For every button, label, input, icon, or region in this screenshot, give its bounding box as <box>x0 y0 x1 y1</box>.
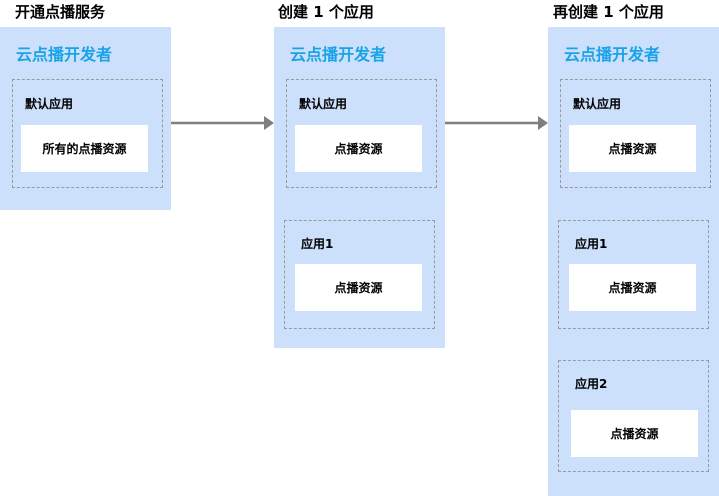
resource-box: 点播资源 <box>295 125 422 172</box>
developer-panel-3: 云点播开发者 默认应用 点播资源 应用1 点播资源 应用2 点播资源 <box>548 27 719 496</box>
app-label: 默认应用 <box>573 97 622 111</box>
resource-box: 点播资源 <box>569 125 696 172</box>
resource-box: 点播资源 <box>569 264 696 311</box>
app-group-default: 默认应用 所有的点播资源 <box>12 79 163 188</box>
developer-panel-1: 云点播开发者 默认应用 所有的点播资源 <box>0 27 171 210</box>
arrow-stage2-to-stage3 <box>445 116 548 130</box>
app-group-app1: 应用1 点播资源 <box>558 220 709 329</box>
panel-title: 云点播开发者 <box>564 45 661 64</box>
stage-title-3: 再创建 1 个应用 <box>553 3 664 21</box>
app-group-default: 默认应用 点播资源 <box>286 79 437 188</box>
stage-title-1: 开通点播服务 <box>15 3 106 21</box>
app-label: 应用1 <box>301 237 334 251</box>
panel-title: 云点播开发者 <box>16 45 113 64</box>
resource-box: 点播资源 <box>571 410 698 457</box>
app-group-app1: 应用1 点播资源 <box>284 220 435 329</box>
app-label: 默认应用 <box>25 97 74 111</box>
app-label: 应用2 <box>575 377 608 391</box>
arrow-stage1-to-stage2 <box>171 116 274 130</box>
panel-title: 云点播开发者 <box>290 45 387 64</box>
app-label: 应用1 <box>575 237 608 251</box>
stage-title-2: 创建 1 个应用 <box>278 3 374 21</box>
resource-box: 所有的点播资源 <box>21 125 148 172</box>
app-group-default: 默认应用 点播资源 <box>560 79 711 188</box>
app-group-app2: 应用2 点播资源 <box>558 360 709 472</box>
developer-panel-2: 云点播开发者 默认应用 点播资源 应用1 点播资源 <box>274 27 445 348</box>
resource-box: 点播资源 <box>295 264 422 311</box>
app-label: 默认应用 <box>299 97 348 111</box>
